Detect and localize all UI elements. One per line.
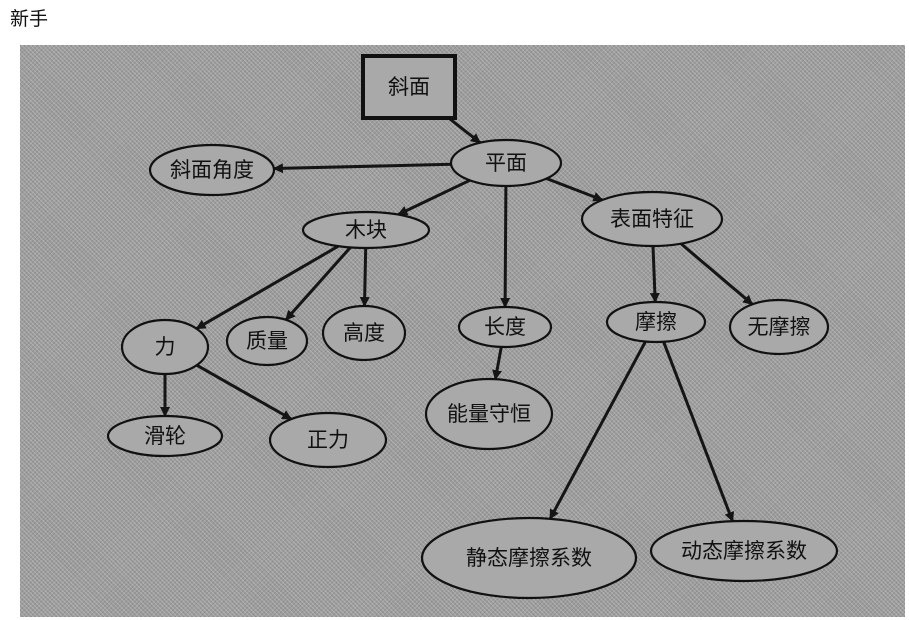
edge-friction-to-static_friction	[548, 340, 647, 520]
edge-plane-to-block	[397, 178, 471, 216]
node-root-shape	[361, 54, 457, 120]
edges	[160, 116, 754, 523]
node-force: 力	[120, 318, 210, 376]
edge-plane-to-length	[500, 185, 511, 308]
node-force-shape	[120, 318, 210, 376]
edge-force-to-normal_force	[196, 363, 293, 421]
node-slope_angle: 斜面角度	[148, 143, 276, 197]
node-slope_angle-shape	[148, 143, 276, 197]
node-friction-label: 摩擦	[635, 310, 677, 334]
node-energy_conservation-label: 能量守恒	[447, 402, 531, 426]
node-no_friction-label: 无摩擦	[748, 315, 811, 339]
node-height-shape	[321, 304, 407, 362]
node-block-label: 木块	[345, 218, 387, 242]
node-dynamic_friction-label: 动态摩擦系数	[681, 539, 807, 563]
edge-plane-to-surface	[545, 177, 604, 202]
node-height: 高度	[321, 304, 407, 362]
node-surface-label: 表面特征	[610, 207, 694, 231]
node-normal_force-label: 正力	[307, 428, 349, 452]
node-surface: 表面特征	[580, 190, 724, 248]
node-length-label: 长度	[484, 315, 526, 339]
node-no_friction-shape	[728, 298, 830, 356]
node-normal_force: 正力	[268, 411, 388, 469]
node-mass-label: 质量	[246, 329, 288, 353]
node-plane-shape	[449, 138, 563, 188]
node-root-label: 斜面	[388, 75, 430, 99]
edge-plane-to-slope_angle	[272, 162, 452, 174]
node-length-shape	[457, 305, 553, 349]
node-mass: 质量	[225, 315, 309, 367]
node-force-label: 力	[155, 335, 176, 359]
node-slope_angle-label: 斜面角度	[170, 158, 254, 182]
node-dynamic_friction-shape	[649, 519, 839, 583]
node-plane: 平面	[449, 138, 563, 188]
edge-length-to-energy_conservation	[492, 346, 503, 381]
node-energy_conservation-shape	[424, 377, 554, 451]
node-static_friction-label: 静态摩擦系数	[466, 546, 592, 570]
page-label: 新手	[10, 8, 49, 30]
node-length: 长度	[457, 305, 553, 349]
edge-block-to-force	[195, 244, 339, 330]
edge-block-to-height	[359, 247, 370, 307]
node-pulley-label: 滑轮	[144, 424, 186, 448]
node-static_friction: 静态摩擦系数	[420, 516, 638, 600]
node-friction: 摩擦	[605, 300, 707, 344]
edge-surface-to-no_friction	[679, 242, 754, 306]
edge-surface-to-friction	[649, 245, 660, 303]
node-no_friction: 无摩擦	[728, 298, 830, 356]
node-plane-label: 平面	[485, 151, 527, 175]
node-mass-shape	[225, 315, 309, 367]
node-block: 木块	[301, 210, 431, 250]
node-normal_force-shape	[268, 411, 388, 469]
edge-block-to-mass	[284, 246, 352, 321]
node-energy_conservation: 能量守恒	[424, 377, 554, 451]
node-static_friction-shape	[420, 516, 638, 600]
node-dynamic_friction: 动态摩擦系数	[649, 519, 839, 583]
node-surface-shape	[580, 190, 724, 248]
node-height-label: 高度	[343, 321, 385, 345]
edge-root-to-plane	[447, 116, 482, 144]
node-block-shape	[301, 210, 431, 250]
node-pulley-shape	[106, 414, 224, 458]
node-root: 斜面	[361, 54, 457, 120]
edge-friction-to-dynamic_friction	[662, 341, 735, 523]
node-friction-shape	[605, 300, 707, 344]
node-pulley: 滑轮	[106, 414, 224, 458]
